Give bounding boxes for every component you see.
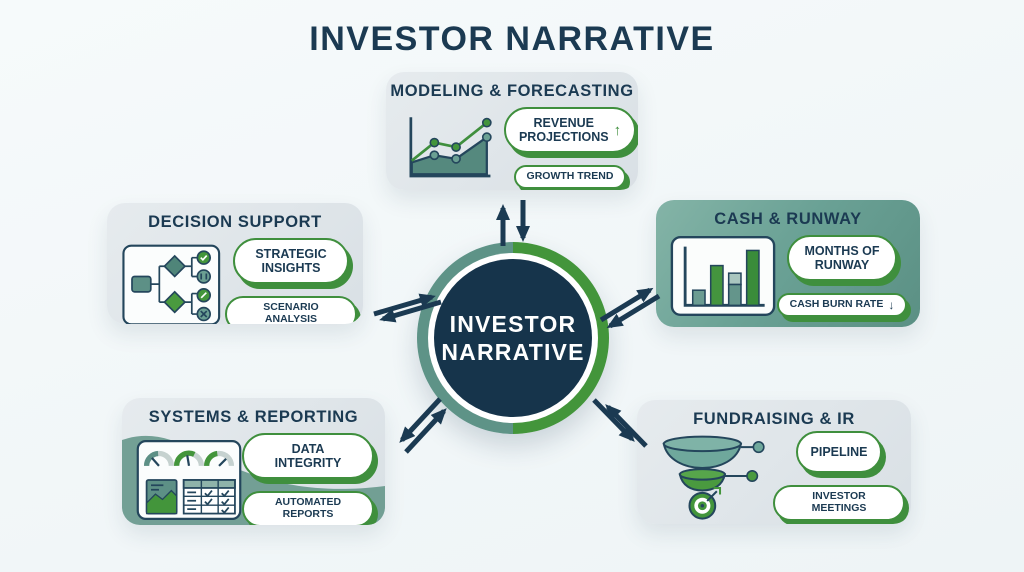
arrow-center-to-systems (399, 397, 442, 443)
arrow-center-to-cash (599, 287, 654, 323)
badge-data-integrity: DATA INTEGRITY (242, 433, 374, 479)
down-arrow-icon: ↓ (888, 298, 895, 312)
badge-label: STRATEGIC INSIGHTS (255, 247, 327, 275)
hub-label: INVESTOR NARRATIVE (434, 259, 592, 417)
badge-label: INVESTOR MEETINGS (811, 490, 867, 514)
page-title: INVESTOR NARRATIVE (309, 20, 715, 58)
panel-title: SYSTEMS & REPORTING (148, 408, 359, 426)
badge-growth-trend: GROWTH TREND (513, 165, 627, 189)
badge-strategic-insights: STRATEGIC INSIGHTS (233, 238, 349, 284)
badge-scenario-analysis: SCENARIO ANALYSIS (225, 296, 357, 324)
badge-label: SCENARIO ANALYSIS (263, 301, 319, 324)
panel-title: CASH & RUNWAY (714, 210, 862, 228)
badge-label: GROWTH TREND (526, 170, 614, 182)
bar-chart-icon (670, 235, 776, 317)
badge-label: DATA INTEGRITY (274, 442, 342, 470)
badge-pipeline: PIPELINE (795, 431, 883, 474)
panel-systems-reporting: SYSTEMS & REPORTING (122, 398, 385, 525)
badge-investor-meetings: INVESTOR MEETINGS (773, 485, 905, 521)
center-hub: INVESTOR NARRATIVE (417, 242, 609, 434)
badge-automated-reports: AUTOMATED REPORTS (242, 491, 374, 525)
arrow-systems-to-center (404, 408, 447, 454)
line-chart-icon (400, 110, 504, 186)
badge-label: PIPELINE (810, 445, 868, 460)
arrow-center-to-fundraising (592, 398, 635, 442)
badge-label: AUTOMATED REPORTS (274, 496, 342, 520)
arrow-cash-to-center (606, 293, 661, 329)
panel-fundraising-ir: FUNDRAISING & IR PIPELINE (637, 400, 911, 524)
badge-months-of-runway: MONTHS OF RUNWAY (787, 235, 897, 281)
up-arrow-icon: ↑ (613, 121, 622, 139)
funnel-target-icon (651, 431, 773, 521)
panel-decision-support: DECISION SUPPORT STRATEGIC INSIGHTS (107, 203, 363, 324)
dashboard-icon (136, 439, 242, 521)
badge-revenue-projections: REVENUE PROJECTIONS ↑ (503, 107, 637, 153)
panel-cash-runway: CASH & RUNWAY MONTHS OF RUNWAY CASH BURN… (656, 200, 920, 327)
decision-tree-icon (121, 244, 225, 324)
panel-modeling-forecasting: MODELING & FORECASTING REVENUE PROJECTIO… (386, 72, 638, 190)
hub-label-line1: INVESTOR (449, 310, 577, 337)
panel-title: FUNDRAISING & IR (693, 410, 855, 428)
panel-title: MODELING & FORECASTING (390, 82, 634, 100)
badge-label: REVENUE PROJECTIONS (518, 116, 609, 144)
panel-title: DECISION SUPPORT (148, 213, 322, 231)
hub-label-line2: NARRATIVE (441, 339, 585, 365)
badge-label: MONTHS OF RUNWAY (804, 244, 880, 272)
badge-label: CASH BURN RATE (789, 298, 884, 311)
badge-cash-burn-rate: CASH BURN RATE ↓ (776, 293, 908, 317)
